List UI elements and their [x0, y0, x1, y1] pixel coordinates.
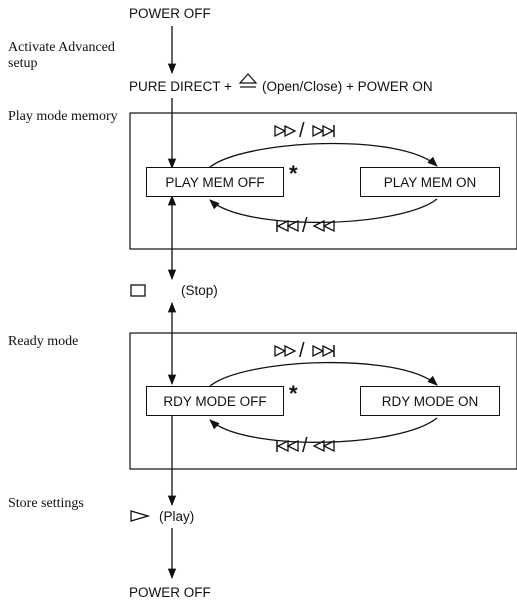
eject-icon: [238, 73, 258, 88]
rewind-icon: [312, 439, 335, 453]
play-label: (Play): [159, 509, 195, 524]
skip-previous-icon: [276, 439, 299, 453]
power-off-label-top: POWER OFF: [129, 6, 211, 21]
store-settings-label: Store settings: [8, 496, 84, 511]
fast-forward-icon: [274, 344, 297, 358]
fast-forward-icon: [274, 124, 297, 138]
arrow-rdymode-on-to-off: [209, 417, 438, 443]
power-off-label-bottom: POWER OFF: [129, 585, 211, 600]
play-mode-memory-label: Play mode memory: [8, 109, 118, 124]
arrow-playmem-off-to-on: [209, 142, 438, 168]
default-asterisk: *: [289, 381, 298, 406]
rdy-mode-off-box: RDY MODE OFF: [146, 386, 284, 416]
play-memory-frame: [129, 112, 517, 250]
rdy-mode-on-box: RDY MODE ON: [360, 386, 500, 416]
rewind-icon: [312, 219, 335, 233]
slash-separator: /: [299, 120, 305, 142]
ready-mode-label: Ready mode: [8, 334, 79, 349]
play-mem-on-box: PLAY MEM ON: [360, 167, 500, 197]
play-mem-off-box: PLAY MEM OFF: [146, 167, 284, 197]
ready-mode-frame: [129, 332, 517, 470]
pure-direct-label: PURE DIRECT +: [129, 79, 232, 94]
skip-previous-icon: [276, 219, 299, 233]
slash-separator: /: [302, 435, 308, 457]
play-icon: [130, 510, 151, 522]
open-close-power-on-label: (Open/Close) + POWER ON: [262, 79, 433, 94]
stop-icon: [130, 284, 146, 297]
skip-next-icon: [312, 124, 335, 138]
arrow-rdymode-off-to-on: [209, 361, 438, 387]
default-asterisk: *: [289, 161, 298, 186]
skip-next-icon: [312, 344, 335, 358]
slash-separator: /: [299, 340, 305, 362]
stop-label: (Stop): [181, 283, 218, 298]
arrow-playmem-on-to-off: [209, 198, 438, 224]
slash-separator: /: [302, 215, 308, 237]
activate-advanced-setup-label: Activate Advanced setup: [8, 40, 115, 71]
